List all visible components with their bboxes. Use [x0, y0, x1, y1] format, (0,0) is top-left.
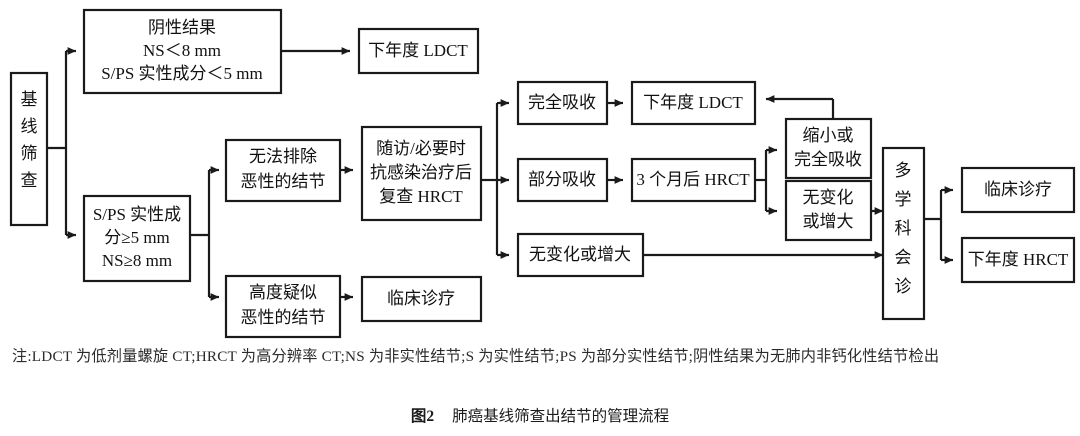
node-label: 线	[21, 117, 38, 136]
node-clinical-care-left[interactable]: 临床诊疗	[360, 275, 483, 323]
connector-baseline-split	[47, 47, 77, 239]
node-label: S/PS 实性成分＜5 mm	[101, 64, 263, 83]
node-label: 阴性结果	[148, 18, 216, 37]
node-complete-absorption[interactable]: 完全吸收	[516, 80, 609, 126]
node-next-year-ldct-top[interactable]: 下年度 LDCT	[357, 27, 480, 75]
node-baseline-screening[interactable]: 基 线 筛 查	[9, 71, 49, 227]
node-no-change-or-enlarge-left[interactable]: 无变化或增大	[516, 232, 645, 278]
node-label: 或增大	[803, 212, 854, 231]
connector-followup-split	[481, 99, 510, 259]
connector-mdt-split	[924, 186, 954, 264]
figure-caption: 图2 肺癌基线筛查出结节的管理流程	[0, 404, 1080, 426]
node-label: 复查 HRCT	[379, 187, 463, 206]
node-label: 临床诊疗	[387, 289, 455, 308]
node-cannot-exclude-malignant[interactable]: 无法排除 恶性的结节	[224, 138, 342, 203]
node-label: 完全吸收	[528, 93, 596, 112]
node-label: 会	[895, 248, 912, 267]
node-highly-suspected-malignant[interactable]: 高度疑似 恶性的结节	[224, 274, 342, 339]
node-clinical-care-right[interactable]: 临床诊疗	[960, 166, 1076, 214]
node-label: 基	[21, 90, 38, 109]
node-label: 3 个月后 HRCT	[636, 170, 750, 189]
node-mdt-consult[interactable]: 多 学 科 会 诊	[881, 146, 926, 321]
node-no-change-or-enlarge-right[interactable]: 无变化 或增大	[784, 179, 873, 242]
node-label: 下年度 LDCT	[643, 93, 743, 112]
node-label: 查	[21, 171, 38, 190]
node-partial-absorption[interactable]: 部分吸收	[516, 157, 609, 203]
node-label: 无变化	[803, 188, 854, 207]
node-followup-hrct[interactable]: 随访/必要时 抗感染治疗后 复查 HRCT	[360, 125, 483, 222]
node-negative-result[interactable]: 阴性结果 NS＜8 mm S/PS 实性成分＜5 mm	[82, 8, 283, 95]
node-label: 部分吸收	[528, 170, 596, 189]
node-hrct-3-months[interactable]: 3 个月后 HRCT	[630, 157, 757, 203]
node-label: 无法排除	[249, 147, 317, 166]
node-label: 下年度 LDCT	[368, 41, 468, 60]
node-label: S/PS 实性成	[93, 205, 181, 224]
connector-shrink-feedback-ldct	[765, 95, 835, 119]
node-label: NS＜8 mm	[143, 41, 221, 60]
node-label: 科	[895, 219, 912, 238]
node-label: 临床诊疗	[984, 180, 1052, 199]
node-sps-solid-ge5[interactable]: S/PS 实性成 分≥5 mm NS≥8 mm	[82, 194, 192, 283]
node-next-year-ldct-right[interactable]: 下年度 LDCT	[630, 80, 757, 126]
node-next-year-hrct[interactable]: 下年度 HRCT	[960, 236, 1076, 284]
node-label: 无变化或增大	[529, 245, 631, 264]
connector-hrct3-split	[755, 146, 778, 215]
node-shrink-or-complete[interactable]: 缩小或 完全吸收	[784, 117, 873, 180]
node-label: 恶性的结节	[241, 308, 326, 327]
node-label: 抗感染治疗后	[370, 163, 472, 182]
figure-caption-title: 肺癌基线筛查出结节的管理流程	[452, 408, 670, 425]
node-label: 高度疑似	[249, 283, 317, 302]
node-label: 完全吸收	[794, 150, 862, 169]
node-label: 学	[895, 190, 912, 209]
node-label: 多	[895, 161, 912, 180]
node-label: 筛	[21, 144, 38, 163]
connector-sps-split	[190, 166, 220, 301]
node-label: 下年度 HRCT	[968, 250, 1069, 269]
node-label: 缩小或	[803, 126, 854, 145]
node-label: 随访/必要时	[376, 139, 466, 158]
node-label: 分≥5 mm	[104, 228, 170, 247]
node-label: 诊	[895, 277, 912, 296]
figure-caption-label: 图2	[410, 408, 435, 425]
figure-note: 注:LDCT 为低剂量螺旋 CT;HRCT 为高分辨率 CT;NS 为非实性结节…	[12, 348, 940, 365]
node-label: NS≥8 mm	[102, 251, 172, 270]
node-label: 恶性的结节	[241, 172, 326, 191]
